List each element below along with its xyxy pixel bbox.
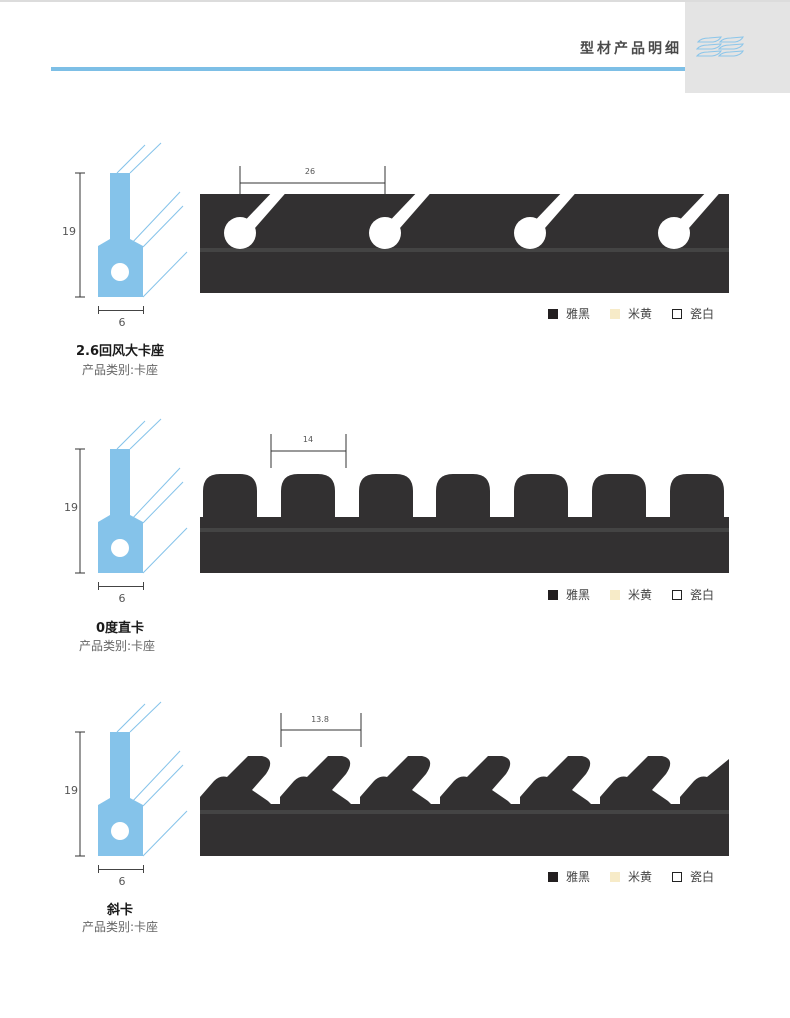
swatch-white	[672, 589, 683, 600]
color-legend: 雅黑 米黄 瓷白	[548, 586, 714, 603]
height-dimension: 19	[62, 225, 76, 238]
legend-item-black: 雅黑	[548, 586, 590, 603]
wave-lines-logo-icon	[695, 36, 744, 57]
color-legend: 雅黑 米黄 瓷白	[548, 868, 714, 885]
product-section-3: 19 6 斜卡 产品类别:卡座 13.8 雅黑	[0, 699, 790, 959]
pitch-dimension: 14	[302, 435, 314, 444]
corner-block	[685, 2, 790, 93]
swatch-beige	[610, 871, 621, 882]
profile-strip-drawing	[200, 713, 729, 856]
swatch-beige	[610, 308, 621, 319]
product-name: 2.6回风大卡座	[75, 344, 165, 359]
legend-item-black: 雅黑	[548, 305, 590, 322]
color-legend: 雅黑 米黄 瓷白	[548, 305, 714, 322]
legend-item-black: 雅黑	[548, 868, 590, 885]
swatch-beige	[610, 589, 621, 600]
width-dimension: 6	[118, 592, 126, 605]
width-dimension-line	[98, 865, 144, 873]
profile-strip-drawing	[200, 434, 729, 573]
legend-item-beige: 米黄	[610, 868, 652, 885]
width-dimension: 6	[118, 316, 126, 329]
page-title: 型材产品明细	[580, 41, 682, 57]
product-category: 产品类别:卡座	[81, 363, 159, 377]
swatch-black	[548, 871, 558, 882]
width-dimension-line	[98, 306, 144, 314]
profile-strip-drawing	[200, 160, 729, 293]
width-dimension-line	[98, 582, 144, 590]
product-category: 产品类别:卡座	[81, 920, 159, 934]
profile-cross-section-icon	[75, 142, 188, 298]
top-border	[0, 0, 790, 2]
product-name: 斜卡	[106, 903, 133, 918]
product-section-1: 19 6 2.6回风大卡座 产品类别:卡座	[0, 140, 790, 400]
profile-cross-section-icon	[75, 418, 188, 574]
legend-item-white: 瓷白	[672, 868, 714, 885]
legend-item-beige: 米黄	[610, 586, 652, 603]
header-accent-line	[51, 67, 685, 71]
swatch-white	[672, 308, 683, 319]
swatch-black	[548, 308, 558, 319]
swatch-white	[672, 871, 683, 882]
height-dimension: 19	[64, 501, 78, 514]
swatch-black	[548, 589, 558, 600]
legend-item-beige: 米黄	[610, 305, 652, 322]
product-section-2: 19 6 0度直卡 产品类别:卡座 14 雅黑	[0, 416, 790, 676]
pitch-dimension: 13.8	[311, 715, 329, 724]
product-name: 0度直卡	[95, 621, 145, 636]
pitch-dimension: 26	[304, 167, 316, 176]
legend-item-white: 瓷白	[672, 586, 714, 603]
legend-item-white: 瓷白	[672, 305, 714, 322]
height-dimension: 19	[64, 784, 78, 797]
width-dimension: 6	[118, 875, 126, 888]
product-category: 产品类别:卡座	[78, 639, 156, 653]
profile-cross-section-icon	[75, 701, 188, 857]
